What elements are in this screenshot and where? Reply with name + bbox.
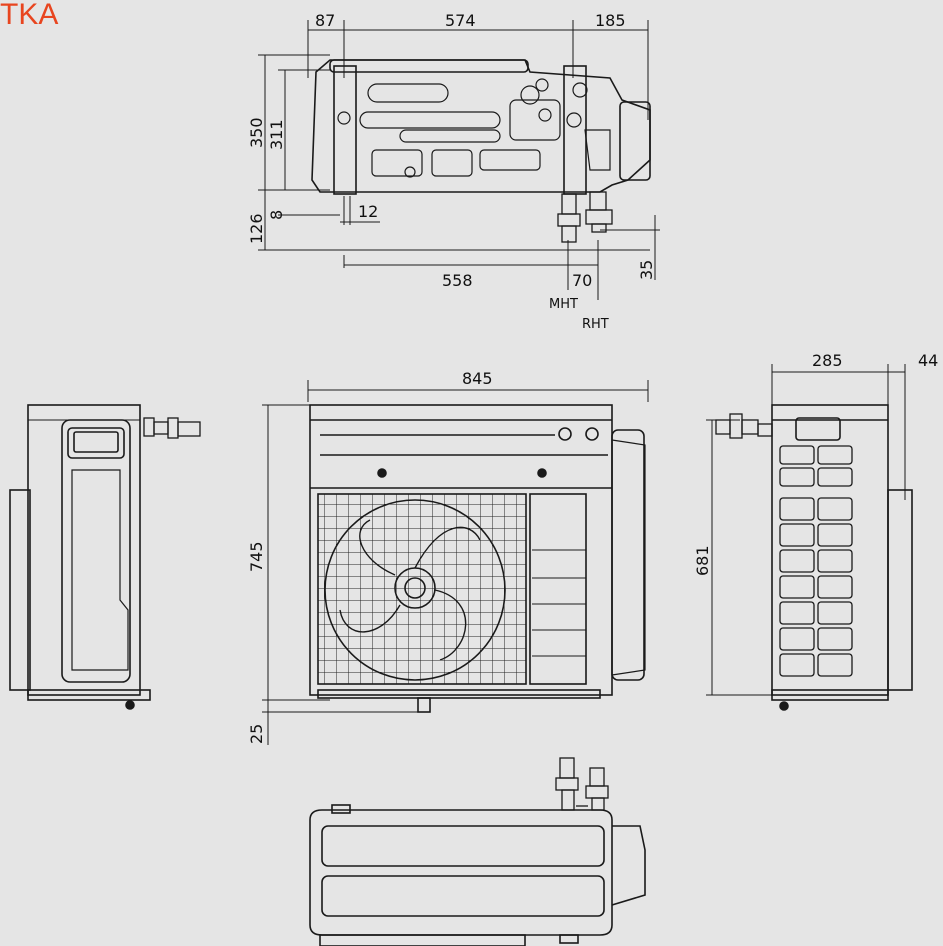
- dim-70: 70: [572, 271, 592, 290]
- dim-745: 745: [247, 541, 266, 572]
- top-view: [258, 20, 660, 300]
- right-side-view: [706, 364, 913, 711]
- dim-681: 681: [693, 545, 712, 576]
- dim-845: 845: [462, 369, 493, 388]
- dim-350: 350: [247, 117, 266, 148]
- dim-126: 126: [247, 213, 266, 244]
- dim-185: 185: [595, 11, 626, 30]
- dim-87: 87: [315, 11, 335, 30]
- dim-12: 12: [358, 202, 378, 221]
- dim-8: 8: [267, 210, 286, 220]
- front-view: [262, 380, 649, 745]
- brand-label: TKA: [0, 0, 59, 31]
- dim-44: 44: [918, 351, 938, 370]
- dim-574: 574: [445, 11, 476, 30]
- dim-311: 311: [267, 119, 286, 150]
- dim-558: 558: [442, 271, 473, 290]
- dim-35: 35: [637, 260, 656, 280]
- label-mht: MHT: [549, 297, 578, 312]
- label-rht: RHT: [582, 317, 609, 332]
- bottom-view: [309, 757, 646, 946]
- dim-25: 25: [247, 724, 266, 744]
- dim-285: 285: [812, 351, 843, 370]
- left-side-view: [9, 404, 201, 710]
